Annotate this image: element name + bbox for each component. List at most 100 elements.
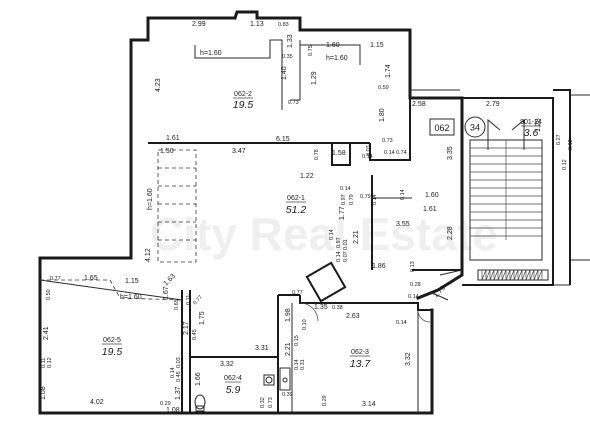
dimension-label: 0.79 [349, 194, 355, 205]
fixtures [194, 302, 431, 412]
dimension-label: 1.50 [160, 148, 174, 155]
dimension-label: 0.83 [278, 22, 289, 28]
dimension-label: 0.03 [176, 357, 182, 368]
room-062-5-area: 19.5 [102, 346, 123, 358]
dimension-label: 0.75 [308, 45, 314, 56]
room-062-1-area: 51.2 [286, 204, 307, 216]
dimension-label: 2.21 [353, 230, 360, 244]
dimension-label: 4.02 [90, 399, 104, 406]
dimension-label: 1.67 [163, 286, 170, 300]
dimension-label: 1.35 [314, 304, 328, 311]
dimension-label: 0.39 [282, 392, 293, 398]
dimension-label: 0.29 [160, 401, 171, 407]
dimension-label: 0.14 [408, 294, 419, 300]
height-label: h=1.60 [147, 188, 154, 210]
dimension-label: 0.97 [336, 237, 342, 248]
dimension-label: 0.14 [329, 229, 335, 240]
dimension-label: 0.10 [302, 319, 308, 330]
dimension-label: 0.14 [396, 320, 407, 326]
dimension-label: 4.12 [145, 248, 152, 262]
dimension-label: 1.86 [372, 263, 386, 270]
dimension-label: 2.21 [285, 342, 292, 356]
dimension-label: 1.60 [326, 42, 340, 49]
room-062-1-id: 062-1 [287, 195, 305, 202]
room-901-24-id: 901-24 [520, 119, 542, 126]
dimension-label: 3.14 [362, 401, 376, 408]
dimension-label: 0.50 [46, 289, 52, 300]
dimension-label: 0.14 [384, 150, 395, 156]
room-062-5-id: 062-5 [103, 337, 121, 344]
dimension-label: 0.79 [360, 194, 371, 200]
dimension-label: 1.61 [423, 206, 437, 213]
dimension-label: 0.14 [372, 194, 378, 205]
dimension-label: 0.12 [47, 357, 53, 368]
dimension-label: 1.66 [195, 372, 202, 386]
dimension-label: 0.29 [322, 395, 328, 406]
dimension-label: 0.07 [343, 251, 349, 262]
dimension-label: 3.32 [405, 352, 412, 366]
dimension-label: 0.77 [292, 290, 303, 296]
dimension-label: 3.47 [232, 148, 246, 155]
dimension-label: 0.01 [343, 239, 349, 250]
room-062-4-area: 5.9 [226, 384, 241, 396]
dimension-label: 1.63 [162, 273, 177, 288]
dimension-label: 1.08 [40, 386, 47, 400]
dimension-label: 1.28 [535, 118, 542, 132]
dimension-label: 0.11 [41, 358, 47, 368]
dimension-label: 0.12 [568, 139, 574, 150]
height-label: h=1.60 [200, 50, 222, 57]
dimension-label: 0.35 [282, 54, 293, 60]
dimension-label: 3.32 [220, 361, 234, 368]
dimension-label: 1.65 [84, 275, 98, 282]
room-062-2-area: 19.5 [233, 99, 254, 111]
staircase [469, 118, 549, 281]
dimension-label: 0.14 [340, 186, 351, 192]
dimension-label: 0.77 [192, 295, 204, 307]
toilet-icon [194, 394, 206, 410]
room-062-2-id: 062-2 [234, 91, 252, 98]
outer-walls [38, 10, 590, 415]
dimension-label: 1.29 [311, 71, 318, 85]
sink-icon [263, 374, 275, 386]
dimension-label: 2.63 [346, 313, 360, 320]
dimension-label: 1.37 [175, 386, 182, 400]
dimension-label: 2.79 [486, 101, 500, 108]
dimension-label: 4.23 [155, 78, 162, 92]
height-label: h=1.60 [326, 55, 348, 62]
dimension-label: 0.45 [176, 371, 182, 382]
dimension-label: 1.80 [379, 108, 386, 122]
room-062-3-id: 062-3 [351, 349, 369, 356]
dimension-label: 0.14 [400, 189, 406, 200]
dimension-label: 0.65 [174, 299, 180, 310]
dimension-label: 3.31 [255, 345, 269, 352]
dimension-label: 6.15 [276, 136, 290, 143]
dimension-label: 2.99 [192, 21, 206, 28]
dimension-label: 0.15 [294, 335, 300, 346]
height-labels: h=1.60 h=1.60 h=1.60 h=1.60 [120, 50, 348, 301]
room-labels: 062-2 19.5 062-1 51.2 062-3 13.7 062-4 5… [102, 91, 542, 396]
dimension-label: 1.15 [370, 42, 384, 49]
room-062-4-id: 062-4 [224, 375, 242, 382]
building-badge: 34 [464, 116, 486, 138]
dimension-label: 1.98 [285, 308, 292, 322]
dimension-label: 2.41 [43, 326, 50, 340]
dimension-label: 1.08 [166, 407, 180, 414]
dimension-label: 2.17 [183, 321, 190, 335]
room-062-3-area: 13.7 [350, 358, 372, 370]
dimension-label: 0.27 [556, 134, 562, 145]
dimension-label: 0.14 [336, 251, 342, 262]
dimension-label: 1.40 [281, 66, 288, 80]
dimension-label: 1.13 [250, 21, 264, 28]
dimension-label: 0.32 [260, 397, 266, 408]
dimension-label: 0.31 [300, 359, 306, 370]
dimension-label: 1.75 [199, 311, 206, 325]
dimension-label: 0.97 [341, 194, 347, 205]
dimension-label: 3.55 [396, 221, 410, 228]
dimension-label: 0.28 [410, 282, 421, 288]
unit-number: 062 [434, 123, 449, 133]
watermark-text: City Real Estate [150, 208, 498, 260]
dimension-label: 3.35 [447, 146, 454, 160]
dimension-label: 0.13 [410, 261, 416, 272]
dimension-label: 1.22 [300, 173, 314, 180]
dimension-label: 0.74 [396, 150, 407, 156]
